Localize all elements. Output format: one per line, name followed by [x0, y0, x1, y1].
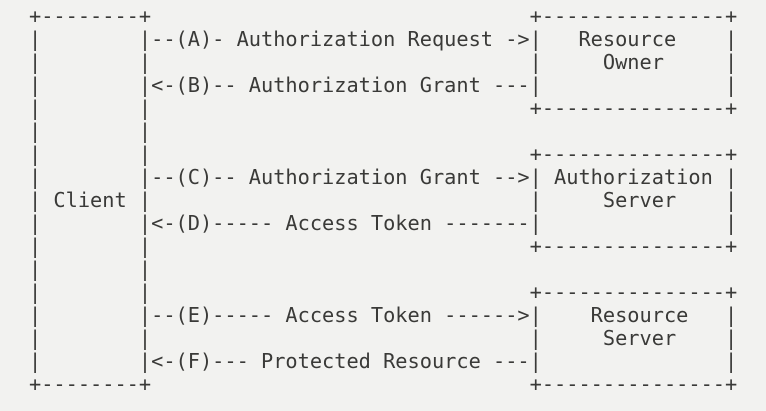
oauth-flow-ascii-diagram: +--------+ +---------------+ | |--(A)- A…	[29, 4, 738, 396]
